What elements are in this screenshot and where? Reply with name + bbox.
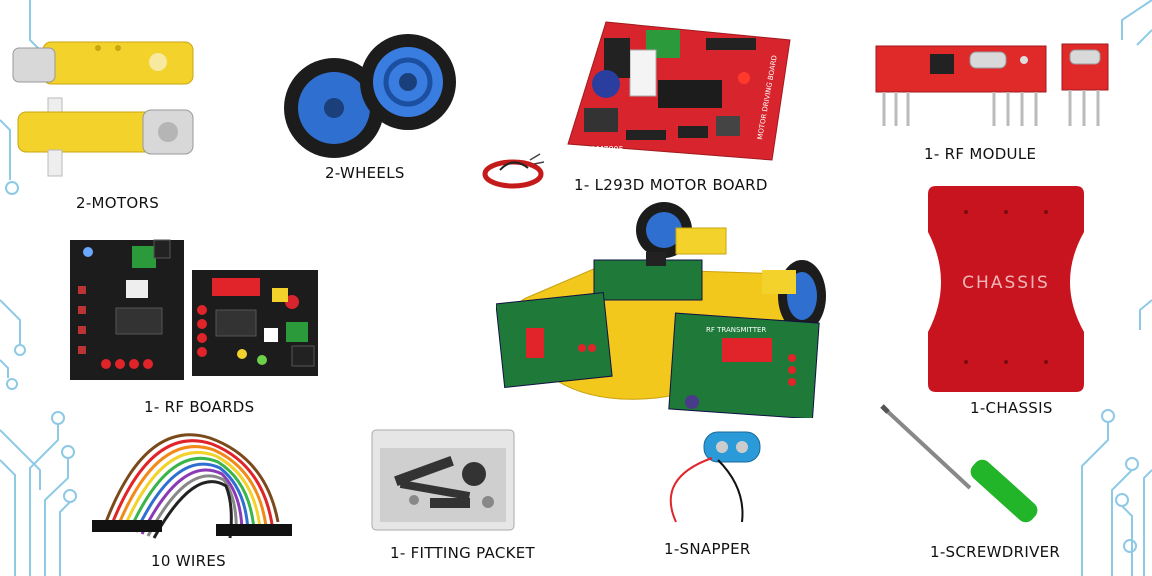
rf-boards-label: 1- RF BOARDS: [144, 398, 255, 416]
logo-icon: [482, 153, 545, 189]
rf-module-label: 1- RF MODULE: [924, 145, 1037, 163]
fitting-packet-label: 1- FITTING PACKET: [390, 544, 536, 562]
chassis-image: CHASSIS: [928, 186, 1084, 392]
assembled-robot-image: RF TRANSMITTER: [496, 202, 826, 418]
screwdriver-label: 1-SCREWDRIVER: [930, 543, 1061, 561]
wires-label: 10 WIRES: [151, 552, 226, 570]
rf-boards-image: [70, 239, 318, 380]
circuit-trace-right: [1081, 0, 1152, 576]
rf-module-image: [875, 43, 1109, 126]
motor-board-label: 1- L293D MOTOR BOARD: [574, 176, 768, 194]
lm7805-text: LM7805: [592, 145, 624, 154]
chassis-label: 1-CHASSIS: [970, 399, 1053, 417]
wires-image: [92, 433, 292, 539]
motors-image: [12, 41, 194, 177]
screwdriver-image: [880, 404, 1038, 523]
rf-transmitter-text: RF TRANSMITTER: [706, 326, 766, 334]
wheels-image: [284, 34, 456, 158]
motors-label: 2-MOTORS: [76, 194, 160, 212]
fitting-packet-image: [371, 429, 515, 531]
wheels-label: 2-WHEELS: [325, 164, 405, 182]
snapper-image: [669, 431, 761, 523]
chassis-engraving: CHASSIS: [962, 273, 1050, 293]
snapper-label: 1-SNAPPER: [664, 540, 751, 558]
motor-board-image: LM7805 MOTOR DRIVING BOARD: [567, 21, 791, 161]
circuit-trace-left: [0, 0, 77, 576]
